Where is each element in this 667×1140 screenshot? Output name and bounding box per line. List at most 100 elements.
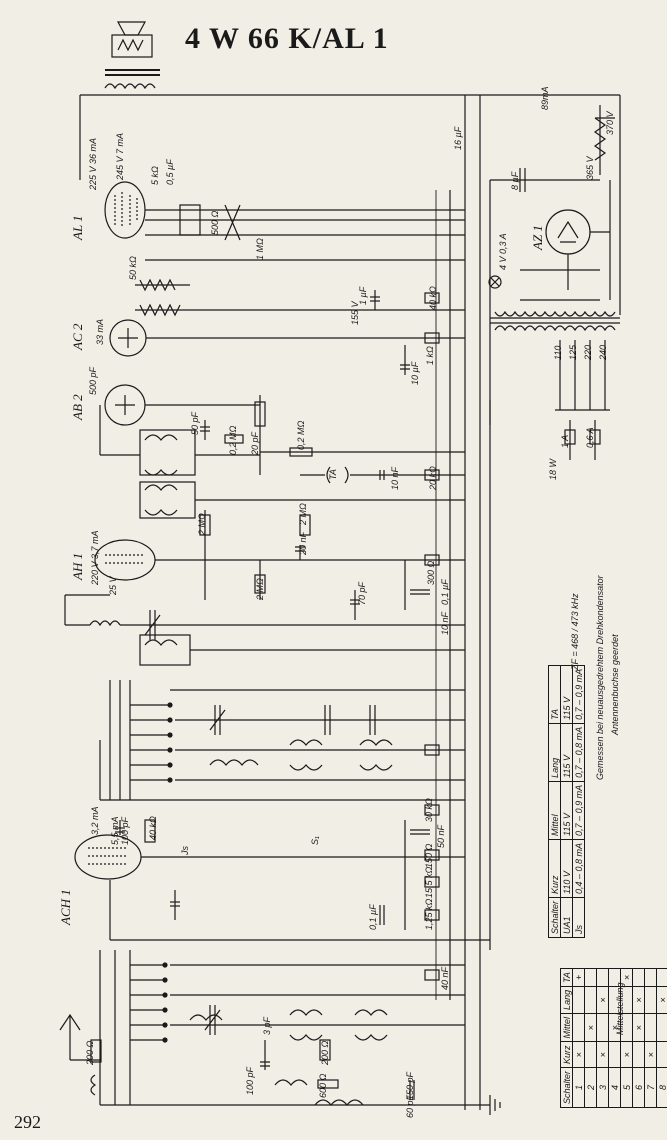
- table-cell: TA: [560, 968, 573, 987]
- table-header: 1: [572, 1067, 585, 1108]
- label-r200b: 200 Ω: [320, 1040, 330, 1065]
- label-r1k: 1 kΩ: [425, 346, 435, 365]
- table-cell: 0,4 – 0,8 mA: [572, 839, 585, 898]
- table-cell: TA: [548, 665, 561, 724]
- table-header: Js: [572, 897, 585, 938]
- tube-label-ach1: ACH 1: [58, 889, 73, 925]
- label-r1m: 1 MΩ: [255, 238, 265, 260]
- note-measured: Gemessen bei neuausgedrehtem Drehkondens…: [595, 575, 605, 780]
- label-c01b: 0,1 µF: [368, 904, 378, 930]
- label-mains-2: 220: [583, 344, 593, 360]
- label-ac2-op: 33 mA: [95, 318, 105, 345]
- label-r40: 40 kΩ: [148, 816, 158, 840]
- tube-label-al1: AL 1: [70, 215, 85, 240]
- table-cell: Lang: [548, 723, 561, 782]
- table-row: 2×: [584, 968, 597, 1108]
- measurement-table: Schalter Kurz Mittel Lang TA UA1 110 V 1…: [548, 665, 585, 938]
- table-row: 3××: [596, 968, 609, 1108]
- label-c100p: 100 pF: [120, 816, 130, 845]
- label-fuse1: 1 A: [560, 434, 570, 448]
- label-fuse06: 0,6 A: [585, 427, 595, 448]
- label-r2mb: 2 MΩ: [197, 513, 207, 535]
- label-c50n: 50 nF: [436, 824, 446, 848]
- table-cell: 0,7 – 0,9 mA: [572, 665, 585, 724]
- tube-label-az1: AZ 1: [530, 225, 545, 250]
- label-r02: 0,2 MΩ: [296, 420, 306, 450]
- label-c20n: 20 nF: [298, 531, 308, 555]
- label-c10b: 10 nF: [440, 611, 450, 635]
- label-r30: 30 kΩ: [424, 798, 434, 822]
- label-ah1-k: 25 V: [108, 576, 118, 595]
- table-cell: Kurz: [560, 1041, 573, 1068]
- label-r600: 600 Ω: [318, 1073, 328, 1098]
- table-row: 8×: [656, 968, 667, 1108]
- label-c20p: 20 pF: [250, 431, 260, 455]
- label-r50: 50 kΩ: [128, 256, 138, 280]
- table-row: Js 0,4 – 0,8 mA 0,7 – 0,9 mA 0,7 – 0,8 m…: [572, 665, 585, 938]
- table-cell: Kurz: [548, 839, 561, 898]
- page-number: 292: [14, 1112, 41, 1132]
- table-cell: 0,7 – 0,9 mA: [572, 781, 585, 840]
- label-ah1-op: 220 V 3,7 mA: [90, 530, 100, 585]
- label-ach1-a: 3,2 mA: [90, 806, 100, 835]
- note-antenna: Antennenbuchse geerdet: [610, 634, 620, 735]
- table-header: Schalter: [560, 1067, 573, 1108]
- label-r2mc: 2 MΩ: [255, 578, 265, 600]
- label-al1-g2: 245 V 7 mA: [115, 132, 125, 180]
- table-cell: 110 V: [560, 839, 573, 898]
- label-c70: 70 pF: [357, 581, 367, 605]
- tube-label-ah1: AH 1: [70, 552, 85, 580]
- label-js: Js: [180, 846, 190, 855]
- label-c05: 0,5 µF: [165, 159, 175, 185]
- label-c50p: 50 pF: [190, 411, 200, 435]
- label-16uf: 16 µF: [453, 126, 463, 150]
- page-title: 4 W 66 K/AL 1: [185, 22, 389, 55]
- label-sa1: S₁: [310, 836, 320, 845]
- tube-label-ab2: AB 2: [70, 394, 85, 420]
- label-c1: 1 µF: [358, 286, 368, 305]
- label-r300: 300 Ω: [426, 560, 436, 585]
- label-r20k: 20 kΩ: [428, 466, 438, 490]
- label-ta: TA: [328, 469, 338, 480]
- label-mains-1: 125: [568, 344, 578, 360]
- label-mains-0: 110: [553, 345, 563, 360]
- label-370v: 370 V: [605, 111, 615, 135]
- label-c10: 10 µF: [410, 361, 420, 385]
- label-c100b: 100 pF: [245, 1066, 255, 1095]
- tube-label-ac2: AC 2: [70, 323, 85, 350]
- label-r125k: 1,25 kΩ: [424, 898, 434, 930]
- table-cell: 115 V: [560, 781, 573, 840]
- table-row: 5××: [620, 968, 633, 1108]
- table-row: 7×: [644, 968, 657, 1108]
- table-cell: Mittel: [548, 781, 561, 840]
- table-row: 1×+: [572, 968, 585, 1108]
- label-r150: 150 Ω: [424, 843, 434, 868]
- label-r40k: 40 kΩ: [428, 286, 438, 310]
- label-89ma: 89mA: [540, 86, 550, 110]
- table-header: 3: [596, 1067, 609, 1108]
- switch-table: Schalter Kurz Mittel Lang TA 1×+ 2× 3×× …: [560, 968, 667, 1108]
- table-row: 4×: [608, 968, 621, 1108]
- note-frequency: ZF = 468 / 473 kHz: [570, 593, 580, 670]
- label-lamp: 4 V 0,3 A: [498, 233, 508, 270]
- table-cell: Mittel: [560, 1013, 573, 1042]
- table-cell: +: [572, 968, 585, 987]
- table-row: UA1 110 V 115 V 115 V 115 V: [560, 665, 573, 938]
- label-r02m: 0,2 MΩ: [228, 425, 238, 455]
- label-r40n: 40 nF: [440, 966, 450, 990]
- table-cell: 0,7 – 0,8 mA: [572, 723, 585, 782]
- table-header: 8: [656, 1067, 667, 1108]
- label-8uf: 8 µF: [510, 171, 520, 190]
- label-r200: 200 Ω: [85, 1040, 95, 1065]
- table-header: 6: [632, 1067, 645, 1108]
- label-c01: 0,1 µF: [440, 579, 450, 605]
- table-row: 6××: [632, 968, 645, 1108]
- label-mains-3: 240: [598, 344, 608, 360]
- label-c500p: 500 pF: [88, 366, 98, 395]
- label-18w: 18 W: [548, 458, 558, 480]
- table-cell: 115 V: [560, 723, 573, 782]
- table-row: Schalter Kurz Mittel Lang TA: [548, 665, 561, 938]
- table-header: Schalter: [548, 897, 561, 938]
- table-header: 5: [620, 1067, 633, 1108]
